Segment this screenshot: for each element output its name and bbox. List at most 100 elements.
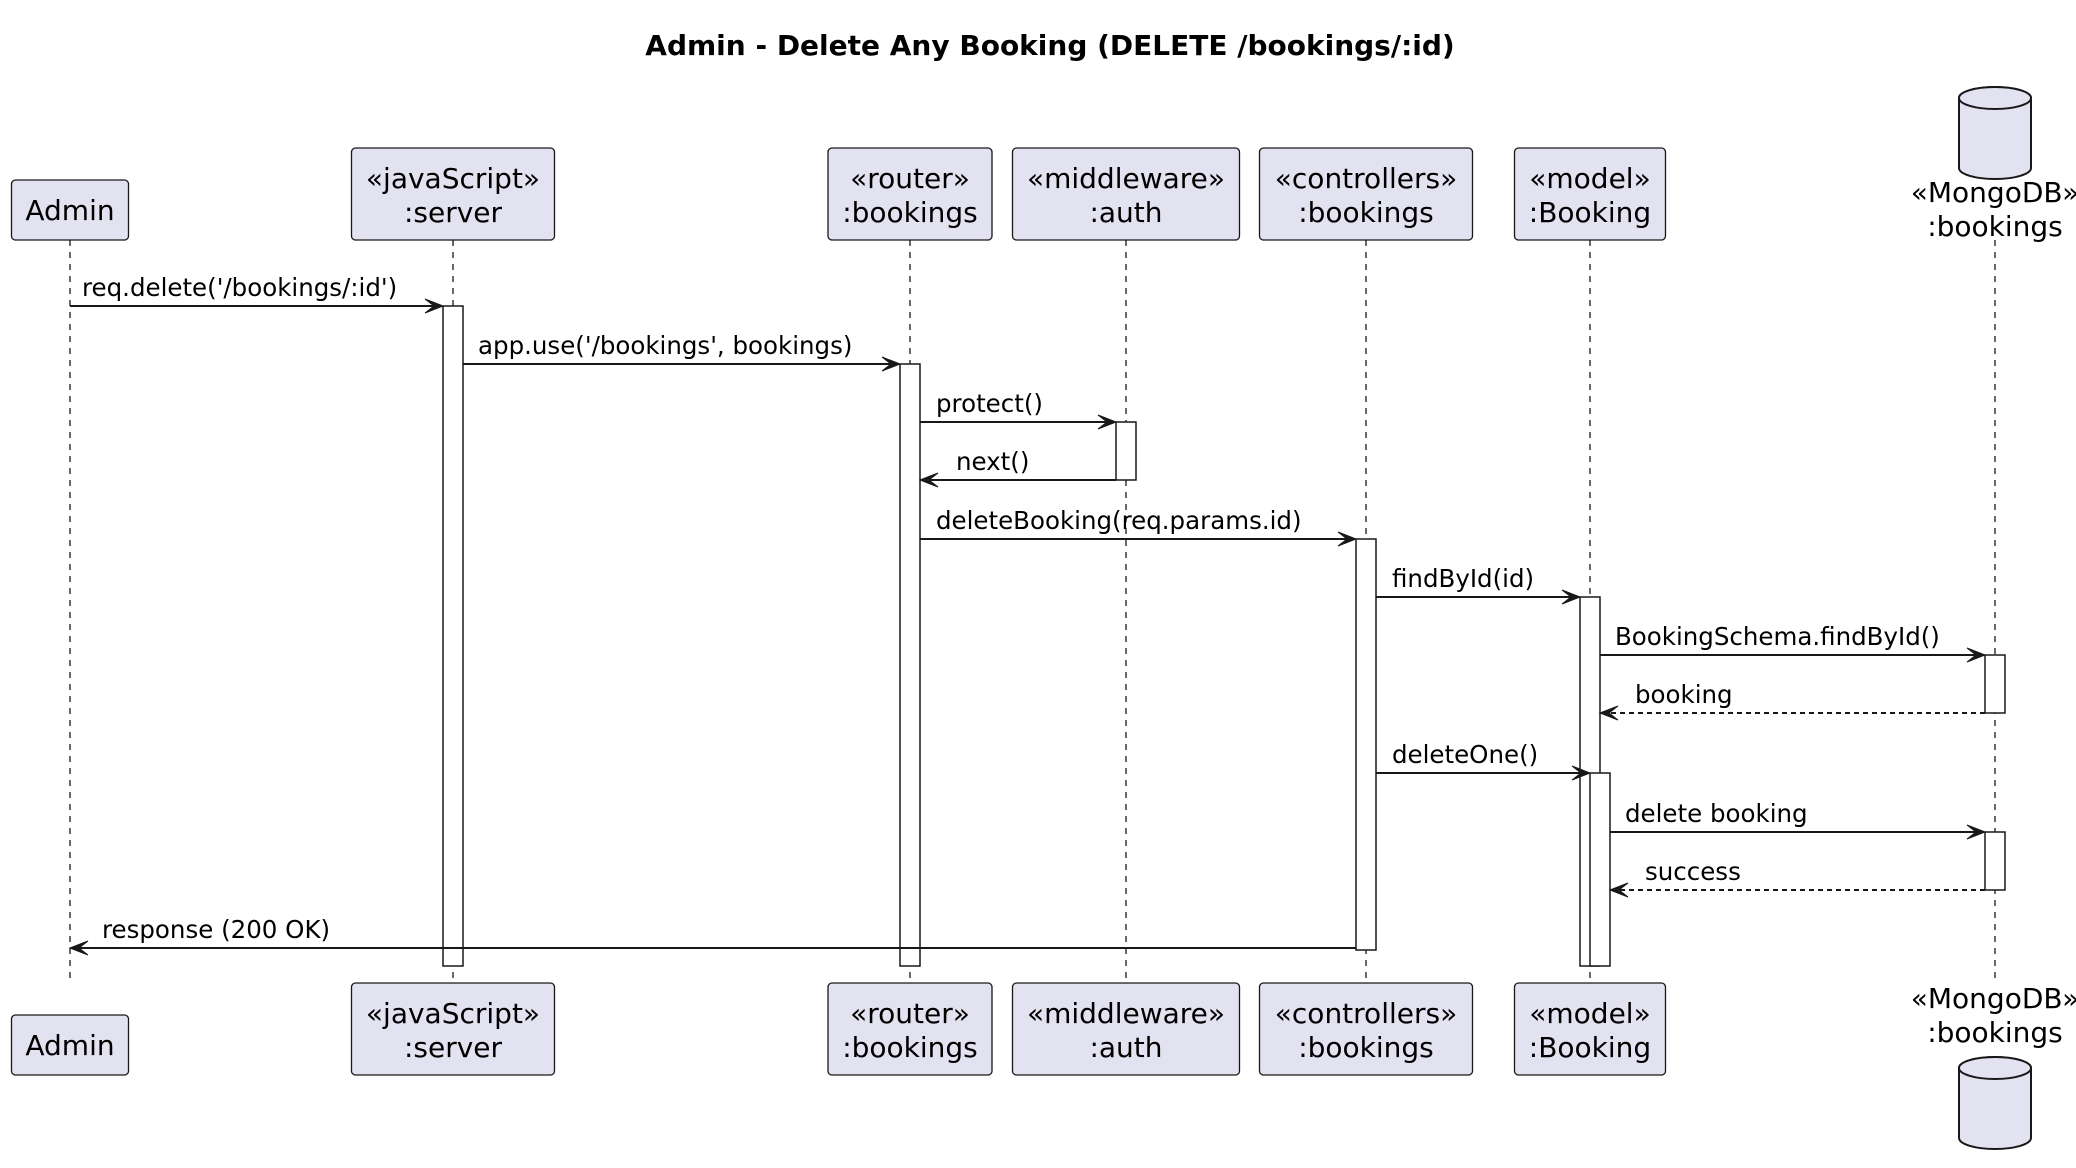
- participant-auth-foot: «middleware»:auth: [1011, 982, 1241, 1076]
- participant-label: «javaScript»: [366, 997, 540, 1030]
- participant-label: «middleware»: [1027, 162, 1225, 195]
- message-label: protect(): [936, 389, 1043, 418]
- arrowhead-icon: [1571, 765, 1592, 781]
- participant-auth-head: «middleware»:auth: [1011, 147, 1241, 241]
- participant-label: :auth: [1089, 1031, 1162, 1064]
- participant-label: «router»: [850, 997, 970, 1030]
- participant-label: «model»: [1529, 997, 1650, 1030]
- participant-label: :bookings: [842, 196, 978, 229]
- participant-label: :bookings: [1927, 210, 2063, 243]
- arrowhead-icon: [1608, 882, 1629, 898]
- participant-box: [10, 179, 130, 241]
- participant-label: «MongoDB»: [1911, 176, 2076, 209]
- participant-box: [827, 982, 993, 1076]
- message-label: deleteBooking(req.params.id): [936, 506, 1302, 535]
- activation-bar-mongo: [1984, 654, 2006, 714]
- participant-label: :server: [404, 1031, 503, 1064]
- messages: req.delete('/bookings/:id') app.use('/boo…: [68, 273, 1987, 956]
- participant-server-head: «javaScript»:server: [350, 147, 556, 241]
- activation-bar-controller: [1355, 538, 1377, 951]
- participant-label: :bookings: [842, 1031, 978, 1064]
- database-icon: [1958, 1056, 2032, 1150]
- arrowhead-icon: [1966, 647, 1987, 663]
- participant-label: :bookings: [1927, 1016, 2063, 1049]
- participant-admin-foot: Admin: [10, 1014, 130, 1076]
- participant-label: «javaScript»: [366, 162, 540, 195]
- arrowhead-icon: [424, 298, 445, 314]
- participants: AdminAdmin«javaScript»:server«javaScript…: [10, 86, 2076, 1150]
- message-9: deleteOne(): [1376, 740, 1592, 781]
- participant-model-foot: «model»:Booking: [1513, 982, 1667, 1076]
- participant-mongo-head: «MongoDB»:bookings: [1911, 86, 2076, 243]
- participant-admin-head: Admin: [10, 179, 130, 241]
- participant-box: [10, 1014, 130, 1076]
- participant-router-foot: «router»:bookings: [827, 982, 993, 1076]
- participant-box: [1011, 147, 1241, 241]
- participant-label: :bookings: [1298, 196, 1434, 229]
- arrowhead-icon: [1561, 589, 1582, 605]
- message-2: app.use('/bookings', bookings): [463, 331, 902, 372]
- participant-label: «middleware»: [1027, 997, 1225, 1030]
- arrowhead-icon: [918, 472, 939, 488]
- participant-label: Admin: [25, 1029, 114, 1062]
- message-label: booking: [1635, 680, 1733, 709]
- participant-label: :Booking: [1529, 1031, 1651, 1064]
- participant-label: :auth: [1089, 196, 1162, 229]
- participant-label: :server: [404, 196, 503, 229]
- participant-box: [1258, 982, 1474, 1076]
- participant-router-head: «router»:bookings: [827, 147, 993, 241]
- message-12: response (200 OK): [68, 915, 1356, 956]
- activation-bar-server: [442, 305, 464, 967]
- participant-label: Admin: [25, 194, 114, 227]
- participant-server-foot: «javaScript»:server: [350, 982, 556, 1076]
- participant-label: «controllers»: [1275, 997, 1457, 1030]
- participant-label: :Booking: [1529, 196, 1651, 229]
- message-label: response (200 OK): [102, 915, 330, 944]
- message-label: BookingSchema.findById(): [1615, 622, 1940, 651]
- arrowhead-icon: [1598, 705, 1619, 721]
- message-label: findById(id): [1392, 564, 1534, 593]
- activation-bar-router: [899, 363, 921, 967]
- diagram-title: Admin - Delete Any Booking (DELETE /book…: [645, 29, 1454, 62]
- message-1: req.delete('/bookings/:id'): [70, 273, 445, 314]
- message-3: protect(): [920, 389, 1118, 430]
- participant-box: [1513, 982, 1667, 1076]
- participant-label: «router»: [850, 162, 970, 195]
- participant-model-head: «model»:Booking: [1513, 147, 1667, 241]
- participant-label: «MongoDB»: [1911, 982, 2076, 1015]
- arrowhead-icon: [1966, 824, 1987, 840]
- activation-bar-model: [1589, 772, 1611, 967]
- message-7: BookingSchema.findById(): [1600, 622, 1987, 663]
- arrowhead-icon: [68, 940, 89, 956]
- message-8: booking: [1598, 680, 1985, 721]
- participant-label: «controllers»: [1275, 162, 1457, 195]
- participant-box: [827, 147, 993, 241]
- message-label: success: [1645, 857, 1741, 886]
- activation-bar-mongo: [1984, 831, 2006, 891]
- message-label: req.delete('/bookings/:id'): [82, 273, 397, 302]
- message-label: next(): [956, 447, 1029, 476]
- participant-box: [350, 147, 556, 241]
- participant-mongo-foot: «MongoDB»:bookings: [1911, 982, 2076, 1150]
- participant-box: [1258, 147, 1474, 241]
- arrowhead-icon: [881, 356, 902, 372]
- participant-box: [350, 982, 556, 1076]
- message-10: delete booking: [1610, 799, 1987, 840]
- arrowhead-icon: [1097, 414, 1118, 430]
- participant-label: «model»: [1529, 162, 1650, 195]
- message-11: success: [1608, 857, 1985, 898]
- message-5: deleteBooking(req.params.id): [920, 506, 1358, 547]
- message-label: deleteOne(): [1392, 740, 1538, 769]
- arrowhead-icon: [1337, 531, 1358, 547]
- message-label: delete booking: [1625, 799, 1808, 828]
- participant-controller-foot: «controllers»:bookings: [1258, 982, 1474, 1076]
- participant-box: [1513, 147, 1667, 241]
- activation-bars: [442, 305, 2006, 967]
- database-icon: [1958, 86, 2032, 180]
- activation-bar-auth: [1115, 421, 1137, 481]
- message-6: findById(id): [1376, 564, 1582, 605]
- participant-controller-head: «controllers»:bookings: [1258, 147, 1474, 241]
- message-4: next(): [918, 447, 1116, 488]
- participant-box: [1011, 982, 1241, 1076]
